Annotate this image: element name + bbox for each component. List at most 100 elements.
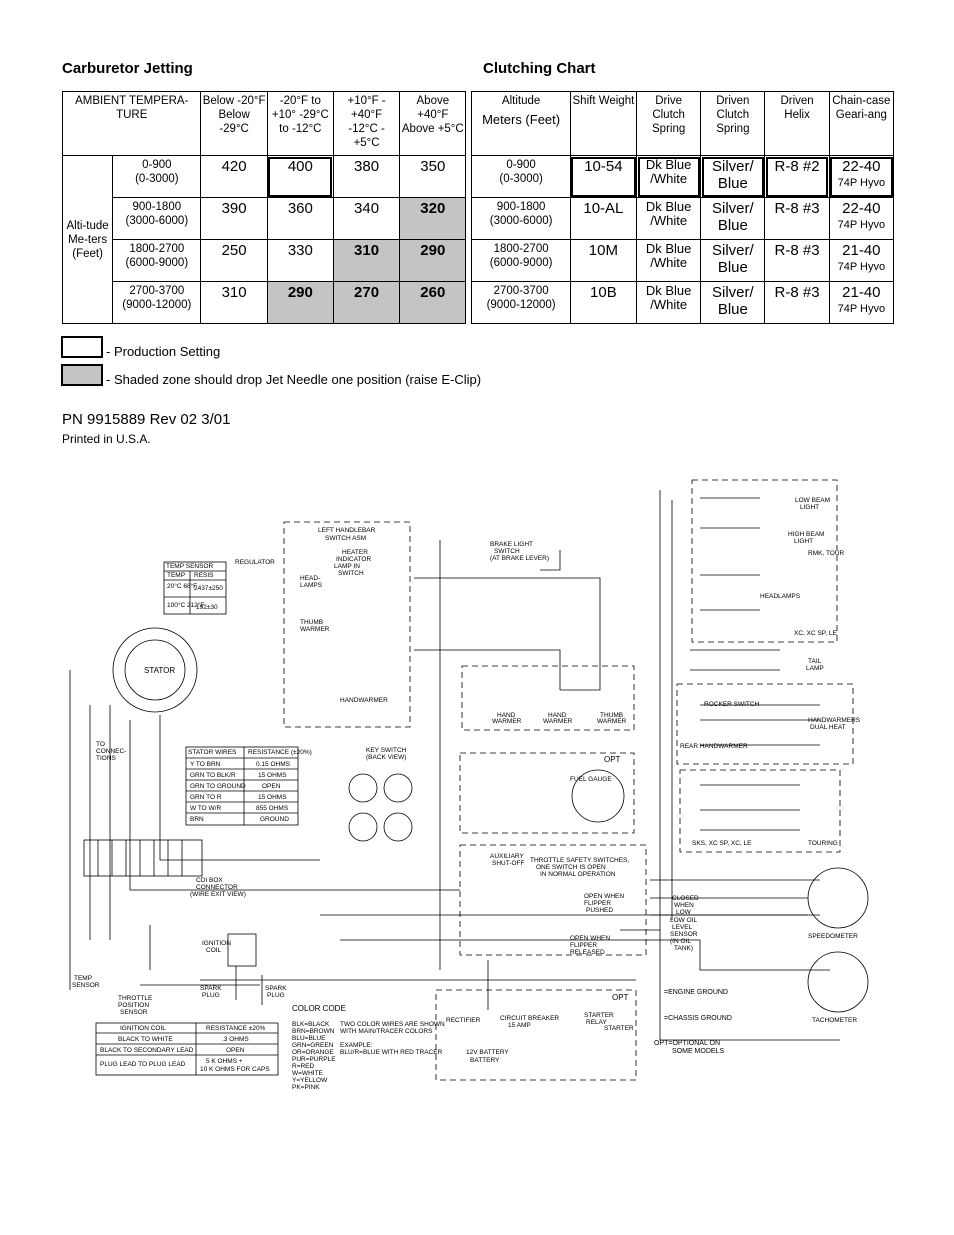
svg-text:OR=ORANGE: OR=ORANGE [292, 1049, 334, 1056]
svg-text:PLUG: PLUG [202, 992, 220, 999]
clutching-chart-heading: Clutching Chart [483, 60, 596, 77]
temp-col-2: -20°F to +10° -29°C to -12°C [266, 91, 334, 156]
part-number: PN 9915889 Rev 02 3/01 [62, 411, 231, 428]
svg-text:BRN=BROWN: BRN=BROWN [292, 1028, 335, 1035]
jet-cell: 250 [200, 239, 268, 282]
jet-cell: 340 [332, 197, 401, 240]
driven-spring-cell: Silver/ Blue [700, 197, 766, 240]
svg-text:PK=PINK: PK=PINK [292, 1084, 320, 1090]
clutch-alt-cell: 2700-3700(9000-12000) [471, 281, 571, 324]
handwarmer-box [676, 683, 854, 765]
svg-text:=CHASSIS GROUND: =CHASSIS GROUND [664, 1015, 732, 1022]
svg-text:GRN TO GROUND: GRN TO GROUND [190, 783, 246, 790]
svg-text:LAMP: LAMP [806, 665, 824, 672]
svg-text:SPARK: SPARK [200, 985, 222, 992]
svg-text:W TO W/R: W TO W/R [190, 805, 221, 812]
jet-cell-production: 400 [266, 155, 334, 198]
svg-text:RMK, TOUR: RMK, TOUR [808, 550, 845, 557]
svg-text:LAMPS: LAMPS [300, 582, 323, 589]
shaded-legend-text: - Shaded zone should drop Jet Needle one… [106, 372, 482, 387]
drive-spring-header: Drive Clutch Spring [636, 91, 702, 156]
svg-text:ONE SWITCH IS OPEN: ONE SWITCH IS OPEN [536, 864, 606, 871]
driven-spring-cell: Silver/ Blue [700, 155, 766, 198]
carb-alt-cell: 900-1800(3000-6000) [112, 197, 202, 240]
svg-text:REGULATOR: REGULATOR [235, 559, 275, 566]
svg-text:PLUG LEAD TO PLUG LEAD: PLUG LEAD TO PLUG LEAD [100, 1061, 186, 1068]
svg-text:ROCKER SWITCH: ROCKER SWITCH [704, 701, 760, 708]
svg-text:SENSOR: SENSOR [72, 982, 100, 989]
svg-text:HEATER: HEATER [342, 549, 368, 556]
svg-text:OPT=OPTIONAL ON: OPT=OPTIONAL ON [654, 1040, 720, 1047]
svg-text:LOW OIL: LOW OIL [670, 917, 697, 924]
svg-text:FUEL GAUGE: FUEL GAUGE [570, 776, 612, 783]
jet-cell: 380 [332, 155, 401, 198]
starter-box [435, 989, 637, 1081]
jet-cell-shaded: 260 [399, 281, 467, 324]
helix-cell: R-8 #2 [764, 155, 830, 198]
carb-alt-cell: 2700-3700(9000-12000) [112, 281, 202, 324]
jet-cell-shaded: 320 [399, 197, 467, 240]
svg-text:PUSHED: PUSHED [586, 907, 613, 914]
svg-text:GRN TO R: GRN TO R [190, 794, 222, 801]
svg-text:BLU=BLUE: BLU=BLUE [292, 1035, 326, 1042]
svg-text:(AT BRAKE LEVER): (AT BRAKE LEVER) [490, 555, 549, 562]
svg-text:OPT: OPT [604, 755, 621, 764]
svg-text:STARTER: STARTER [604, 1025, 634, 1032]
helix-cell: R-8 #3 [764, 197, 830, 240]
svg-text:COIL: COIL [206, 947, 222, 954]
svg-text:OPEN WHEN: OPEN WHEN [570, 935, 610, 942]
jet-cell-shaded: 290 [266, 281, 334, 324]
driven-helix-header: Driven Helix [764, 91, 830, 156]
svg-text:LIGHT: LIGHT [800, 504, 819, 511]
svg-text:WHEN: WHEN [674, 902, 694, 909]
clutch-alt-cell: 900-1800(3000-6000) [471, 197, 571, 240]
shift-weight-cell: 10B [569, 281, 638, 324]
printed-in: Printed in U.S.A. [62, 432, 151, 446]
svg-text:WARMER: WARMER [300, 626, 330, 633]
svg-text:HAND: HAND [548, 712, 567, 719]
svg-text:HEAD-: HEAD- [300, 575, 320, 582]
svg-text:Y=YELLOW: Y=YELLOW [292, 1077, 328, 1084]
svg-text:TO: TO [96, 741, 105, 748]
svg-text:SWITCH ASM: SWITCH ASM [325, 535, 366, 542]
svg-text:SENSOR: SENSOR [670, 931, 698, 938]
svg-text:TIONS: TIONS [96, 755, 117, 762]
svg-text:W=WHITE: W=WHITE [292, 1070, 324, 1077]
svg-text:HAND: HAND [497, 712, 516, 719]
svg-text:192±30: 192±30 [196, 604, 218, 611]
svg-text:OPEN WHEN: OPEN WHEN [584, 893, 624, 900]
svg-text:SPARK: SPARK [265, 985, 287, 992]
svg-text:CONNEC-: CONNEC- [96, 748, 126, 755]
svg-text:BRAKE LIGHT: BRAKE LIGHT [490, 541, 533, 548]
chaincase-header: Chain-case Geari-ang [828, 91, 895, 156]
svg-text:GRN=GREEN: GRN=GREEN [292, 1042, 334, 1049]
svg-text:IGNITION COIL: IGNITION COIL [120, 1025, 166, 1032]
svg-text:LIGHT: LIGHT [794, 538, 813, 545]
svg-text:(BACK VIEW): (BACK VIEW) [366, 754, 406, 761]
production-legend-text: - Production Setting [106, 344, 221, 359]
svg-text:CONNECTOR: CONNECTOR [196, 884, 238, 891]
svg-text:TEMP: TEMP [74, 975, 92, 982]
svg-text:10 K OHMS FOR CAPS: 10 K OHMS FOR CAPS [200, 1066, 270, 1073]
svg-text:5 K OHMS +: 5 K OHMS + [206, 1058, 243, 1065]
svg-text:THUMB: THUMB [300, 619, 323, 626]
svg-text:SKS, XC SP, XC, LE: SKS, XC SP, XC, LE [692, 840, 752, 847]
svg-text:CDI BOX: CDI BOX [196, 877, 223, 884]
svg-text:POSITION: POSITION [118, 1002, 149, 1009]
svg-text:LOW: LOW [676, 909, 692, 916]
svg-text:RELEASED: RELEASED [570, 949, 605, 956]
svg-text:0.15 OHMS: 0.15 OHMS [256, 761, 291, 768]
svg-text:TANK): TANK) [674, 945, 693, 952]
svg-text:STATOR WIRES: STATOR WIRES [188, 749, 237, 756]
svg-text:BATTERY: BATTERY [470, 1057, 500, 1064]
svg-text:TAIL: TAIL [808, 658, 822, 665]
svg-text:R=RED: R=RED [292, 1063, 315, 1070]
drive-spring-cell: Dk Blue /White [636, 281, 702, 324]
carb-alt-cell: 1800-2700(6000-9000) [112, 239, 202, 282]
svg-text:OPEN: OPEN [226, 1047, 245, 1054]
drive-spring-cell: Dk Blue /White [636, 197, 702, 240]
